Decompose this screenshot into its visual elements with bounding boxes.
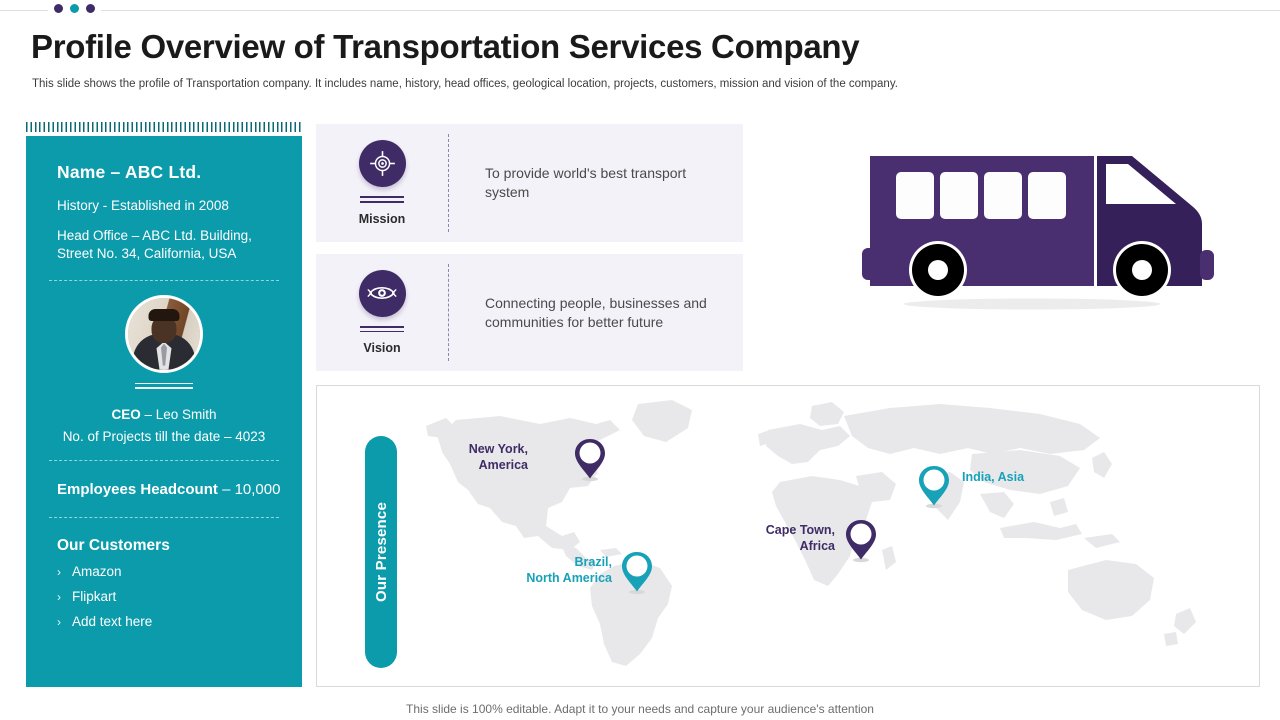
mission-box: Mission To provide world's best transpor…: [316, 124, 743, 242]
dot-3: [86, 4, 95, 13]
company-name: Name – ABC Ltd.: [57, 162, 202, 182]
chevron-right-icon: ›: [57, 589, 61, 604]
head-office-address: Head Office – ABC Ltd. Building, Street …: [57, 228, 252, 262]
ceo-label: CEO: [111, 406, 141, 422]
avatar-tie: [161, 343, 167, 366]
customers-title: Our Customers: [57, 536, 170, 554]
divider-1: [49, 279, 279, 281]
map-pin-india[interactable]: [917, 464, 951, 509]
vision-icon-column: Vision: [316, 269, 448, 356]
dot-2: [70, 4, 79, 13]
map-pin-new-york[interactable]: [573, 437, 607, 482]
customer-label: Add text here: [72, 613, 153, 629]
target-icon: [358, 140, 406, 188]
page-subtitle: This slide shows the profile of Transpor…: [32, 78, 898, 90]
pin-label-brazil: Brazil, North America: [526, 555, 612, 585]
our-presence-label: Our Presence: [372, 502, 390, 602]
divider-2: [49, 459, 279, 461]
world-map: [426, 400, 1196, 666]
footer-note: This slide is 100% editable. Adapt it to…: [406, 702, 874, 716]
map-pin-brazil[interactable]: [620, 550, 654, 595]
ceo-photo-block: [42, 294, 286, 392]
vision-underline: [360, 325, 404, 335]
list-item[interactable]: › Add text here: [57, 614, 286, 629]
avatar-hat: [148, 308, 180, 321]
vision-box: Vision Connecting people, businesses and…: [316, 254, 743, 371]
pin-label-cape-town: Cape Town, Africa: [765, 523, 835, 553]
map-pin-cape-town[interactable]: [844, 518, 878, 563]
chevron-right-icon: ›: [57, 564, 61, 579]
customers-list: › Amazon › Flipkart › Add text here: [57, 564, 286, 629]
headcount-label: Employees Headcount: [57, 480, 218, 498]
mission-text: To provide world's best transport system: [485, 165, 687, 200]
top-dots-decoration: [48, 4, 101, 13]
list-item[interactable]: › Flipkart: [57, 589, 286, 604]
dot-1: [54, 4, 63, 13]
ceo-name-row: CEO – Leo Smith: [42, 407, 286, 422]
mission-icon-column: Mission: [316, 140, 448, 226]
headcount-value: – 10,000: [222, 480, 281, 498]
projects-count: No. of Projects till the date – 4023: [62, 428, 266, 444]
chevron-right-icon: ›: [57, 614, 61, 629]
employees-headcount-row: Employees Headcount – 10,000: [57, 481, 286, 498]
tick-decoration: [26, 122, 302, 132]
avatar-underline: [135, 382, 193, 392]
pin-label-india: India, Asia: [962, 470, 1025, 484]
customer-label: Flipkart: [72, 588, 117, 604]
ceo-value: – Leo Smith: [144, 406, 217, 422]
vision-text: Connecting people, businesses and commun…: [485, 294, 707, 330]
customer-label: Amazon: [72, 563, 122, 579]
list-item[interactable]: › Amazon: [57, 564, 286, 579]
avatar: [125, 294, 203, 373]
mission-divider: [448, 134, 449, 232]
mission-underline: [360, 196, 404, 205]
mission-label: Mission: [358, 211, 406, 226]
top-divider-rule: [0, 10, 1280, 11]
eye-icon: [358, 269, 406, 317]
divider-3: [49, 516, 279, 518]
pin-label-new-york: New York, America: [468, 442, 528, 472]
company-profile-card: Name – ABC Ltd. History - Established in…: [26, 136, 302, 687]
company-history: History - Established in 2008: [57, 198, 229, 213]
bus-illustration: [862, 156, 1214, 310]
page-title: Profile Overview of Transportation Servi…: [31, 28, 860, 65]
vision-divider: [448, 264, 449, 361]
vision-label: Vision: [363, 341, 401, 356]
our-presence-tab: Our Presence: [365, 436, 397, 668]
